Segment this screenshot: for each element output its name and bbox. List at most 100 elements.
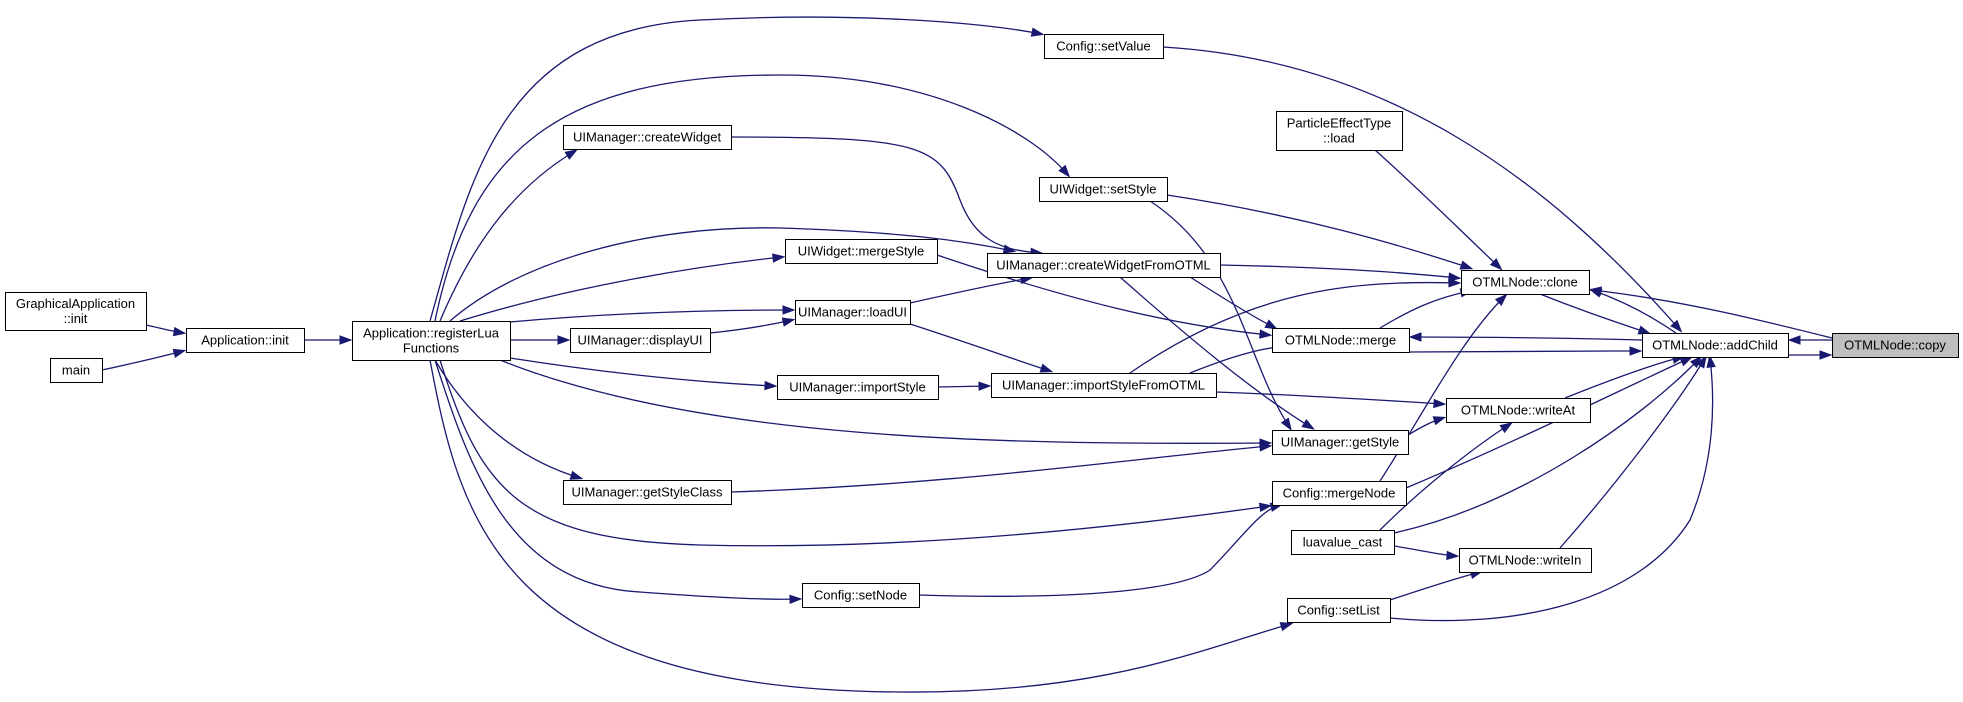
edge-otml_merge-to-otml_clone — [1379, 288, 1474, 329]
node-ga-init[interactable]: GraphicalApplication::init — [5, 292, 147, 331]
node-label: UIManager::getStyleClass — [571, 485, 723, 500]
node-label: Functions — [403, 341, 460, 356]
edge-ui_createwidget-to-ui_cwfo — [730, 136, 1044, 257]
node-app-init[interactable]: Application::init — [186, 328, 305, 353]
node-label: Application::init — [201, 333, 289, 348]
node-label: UIManager::displayUI — [578, 333, 703, 348]
node-ui-getstyleclass[interactable]: UIManager::getStyleClass — [563, 480, 732, 505]
edge-ui_cwfo-to-otml_clone — [1219, 264, 1462, 282]
edge-cfg_setvalue-to-otml_addchild — [1162, 46, 1683, 333]
node-label: UIWidget::mergeStyle — [798, 244, 924, 259]
node-otml-addchild[interactable]: OTMLNode::addChild — [1642, 333, 1789, 358]
edge-ui_getstyleclass-to-ui_getstyle — [730, 442, 1273, 493]
node-otml-writeat[interactable]: OTMLNode::writeAt — [1446, 398, 1591, 423]
node-ui-importstyle[interactable]: UIManager::importStyle — [777, 375, 939, 400]
node-label: OTMLNode::copy — [1844, 338, 1946, 353]
node-otml-writein[interactable]: OTMLNode::writeIn — [1459, 548, 1592, 573]
edge-ui_isfo-to-otml_clone — [1129, 278, 1462, 374]
node-uiw-mergestyle[interactable]: UIWidget::mergeStyle — [785, 239, 938, 264]
edge-ui_getstyle-to-otml_writeat — [1407, 416, 1447, 436]
edge-ui_isfo-to-otml_writeat — [1215, 391, 1447, 409]
edge-luavalue_cast-to-otml_writeat — [1379, 422, 1513, 531]
node-label: UIWidget::setStyle — [1050, 182, 1157, 197]
node-ui-displayui[interactable]: UIManager::displayUI — [570, 328, 711, 353]
node-cfg-mergenode[interactable]: Config::mergeNode — [1272, 481, 1407, 506]
node-cfg-setnode[interactable]: Config::setNode — [802, 583, 920, 608]
node-label: ::init — [64, 311, 88, 326]
node-ui-createwidget[interactable]: UIManager::createWidget — [563, 125, 732, 150]
node-cfg-setlist[interactable]: Config::setList — [1287, 598, 1391, 623]
node-label: Config::setValue — [1056, 39, 1150, 54]
node-label: UIManager::createWidgetFromOTML — [996, 258, 1211, 273]
edge-reglua-to-uiw_setstyle — [434, 74, 1071, 322]
edge-app_init-to-reglua — [304, 335, 353, 345]
node-label: UIManager::importStyleFromOTML — [1002, 378, 1205, 393]
node-otml-merge[interactable]: OTMLNode::merge — [1272, 328, 1410, 353]
edge-reglua-to-uiw_mergestyle — [459, 253, 786, 322]
node-label: Config::mergeNode — [1283, 486, 1396, 501]
edge-reglua-to-ui_importstyle — [509, 357, 778, 391]
node-label: luavalue_cast — [1303, 535, 1383, 550]
edge-main-to-app_init — [101, 348, 187, 371]
edge-otml_merge-to-otml_addchild — [1408, 346, 1643, 356]
node-label: OTMLNode::writeIn — [1469, 553, 1582, 568]
edge-reglua-to-cfg_setlist — [429, 359, 1294, 693]
edge-otml_writein-to-otml_addchild — [1559, 355, 1707, 549]
edge-otml_copy-to-otml_clone — [1588, 286, 1833, 339]
node-label: ParticleEffectType — [1287, 116, 1392, 131]
node-cfg-setvalue[interactable]: Config::setValue — [1044, 34, 1164, 59]
edge-pet_load-to-otml_clone — [1374, 149, 1503, 271]
node-label: UIManager::loadUI — [798, 305, 907, 320]
edge-otml_writeat-to-otml_addchild — [1564, 354, 1686, 399]
node-label: Config::setNode — [814, 588, 907, 603]
edge-cfg_setlist-to-otml_writein — [1389, 569, 1484, 601]
node-label: Application::registerLua — [363, 326, 500, 341]
node-ui-cwfo[interactable]: UIManager::createWidgetFromOTML — [987, 253, 1221, 278]
node-main[interactable]: main — [50, 358, 103, 383]
edge-otml_clone-to-otml_addchild — [1539, 293, 1652, 335]
edges-layer — [101, 16, 1833, 693]
edge-otml_copy-to-otml_addchild — [1787, 335, 1832, 345]
edge-ga_init-to-app_init — [145, 324, 187, 337]
edge-ui_displayui-to-ui_loadui — [709, 317, 796, 334]
node-label: GraphicalApplication — [16, 296, 135, 311]
node-label: OTMLNode::merge — [1285, 333, 1396, 348]
node-otml-copy[interactable]: OTMLNode::copy — [1832, 333, 1959, 358]
edge-luavalue_cast-to-otml_writein — [1393, 545, 1460, 561]
edge-ui_importstyle-to-ui_isfo — [937, 381, 992, 391]
edge-cfg_setlist-to-otml_addchild — [1389, 354, 1716, 622]
node-label: OTMLNode::clone — [1472, 275, 1578, 290]
node-label: ::load — [1323, 131, 1355, 146]
node-label: OTMLNode::addChild — [1652, 338, 1778, 353]
node-ui-loadui[interactable]: UIManager::loadUI — [795, 300, 911, 325]
node-uiw-setstyle[interactable]: UIWidget::setStyle — [1039, 177, 1168, 202]
node-label: OTMLNode::writeAt — [1461, 403, 1576, 418]
edge-otml_addchild-to-otml_copy — [1788, 350, 1833, 360]
edge-reglua-to-ui_loadui — [509, 305, 796, 323]
node-label: UIManager::getStyle — [1281, 435, 1400, 450]
edge-uiw_setstyle-to-ui_getstyle — [1149, 200, 1292, 431]
node-luavalue-cast[interactable]: luavalue_cast — [1291, 530, 1395, 555]
node-label: main — [62, 363, 90, 378]
edge-cfg_setnode-to-cfg_mergenode — [918, 502, 1284, 597]
edge-reglua-to-cfg_setnode — [434, 359, 803, 605]
node-label: UIManager::createWidget — [573, 130, 722, 145]
node-otml-clone[interactable]: OTMLNode::clone — [1461, 270, 1590, 295]
edge-uiw_setstyle-to-otml_clone — [1166, 194, 1474, 270]
edge-reglua-to-ui_createwidget — [439, 149, 578, 322]
edge-ui_loadui-to-ui_isfo — [909, 323, 1054, 373]
edge-cfg_mergenode-to-otml_clone — [1379, 293, 1508, 482]
edge-reglua-to-ui_displayui — [510, 335, 571, 345]
edge-reglua-to-cfg_setvalue — [429, 16, 1045, 322]
edge-otml_addchild-to-otml_merge — [1408, 332, 1643, 342]
node-pet-load[interactable]: ParticleEffectType::load — [1276, 111, 1403, 151]
node-ui-getstyle[interactable]: UIManager::getStyle — [1272, 430, 1409, 455]
node-label: UIManager::importStyle — [789, 380, 926, 395]
node-label: Config::setList — [1297, 603, 1380, 618]
edge-ui_cwfo-to-ui_getstyle — [1119, 276, 1315, 430]
node-ui-isfo[interactable]: UIManager::importStyleFromOTML — [991, 373, 1217, 398]
